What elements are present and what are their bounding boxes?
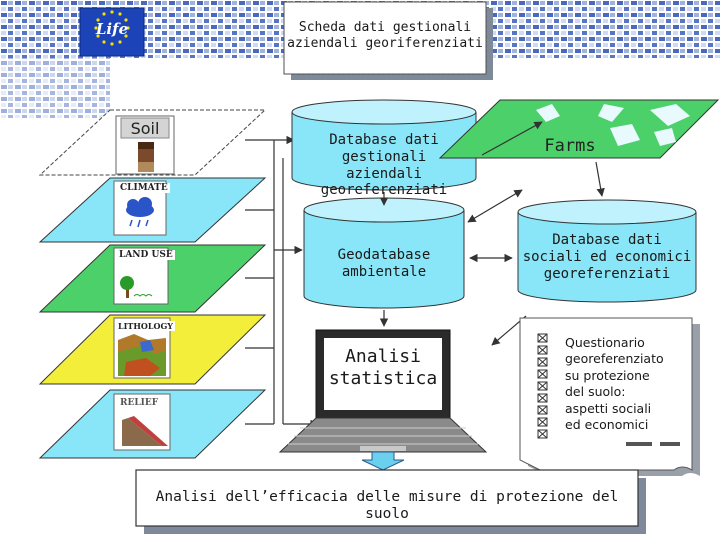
- down-arrow-icon: [361, 451, 405, 471]
- soil-tile: [115, 115, 175, 175]
- questionnaire-line: del suolo:: [565, 384, 626, 400]
- farm-database-line2: aziendali georeferenziati: [320, 165, 448, 199]
- rain-cloud-icon: [126, 197, 154, 228]
- laptop-computer-icon: [278, 329, 488, 453]
- geodatabase-cylinder: [303, 197, 465, 309]
- geodatabase-line1: Geodatabase: [337, 247, 431, 263]
- relief-label: RELIEF: [118, 398, 161, 408]
- farm-database-cylinder: [291, 99, 477, 191]
- social-database-line1: Database dati: [552, 232, 662, 248]
- questionnaire-line: aspetti sociali: [565, 400, 652, 416]
- geodatabase-line2: ambientale: [341, 263, 427, 280]
- questionnaire-sheet: [519, 317, 700, 476]
- farm-data-sheet: [283, 1, 493, 80]
- social-database-cylinder: [517, 199, 697, 303]
- analysis-line1: Analisi: [345, 346, 421, 367]
- landuse-label: LAND USE: [117, 250, 175, 260]
- questionnaire-text: Questionario georeferenziato su protezio…: [565, 335, 685, 433]
- social-database-line2: sociali ed economici: [522, 248, 692, 265]
- analysis-line2: statistica: [328, 367, 438, 389]
- life-logo: Life: [79, 7, 145, 57]
- geology-map-icon: [118, 334, 166, 376]
- questionnaire-line: Questionario: [565, 335, 645, 350]
- farms-label: Farms: [544, 136, 596, 156]
- soil-profile-icon: [138, 142, 154, 172]
- social-database-line3: georeferenziati: [543, 265, 671, 282]
- questionnaire-line: ed economici: [565, 417, 649, 433]
- bottom-bar: [135, 469, 646, 534]
- farm-sheet-title: Scheda dati gestionali aziendali georife…: [284, 20, 486, 51]
- bottom-bar-text: Analisi dell’efficacia delle misure di p…: [155, 489, 619, 523]
- questionnaire-line: georeferenziato: [565, 351, 664, 367]
- tree-icon: [120, 276, 153, 298]
- geodatabase-label: Geodatabase ambientale: [304, 247, 464, 281]
- analysis-label: Analisi statistica: [324, 346, 442, 389]
- soil-label: Soil: [130, 119, 160, 138]
- lithology-label: LITHOLOGY: [116, 321, 175, 331]
- social-database-label: Database dati sociali ed economici geore…: [518, 232, 696, 282]
- left-tile-band: [0, 58, 110, 118]
- farm-database-line1: Database dati gestionali: [329, 132, 439, 165]
- layer-connectors: [245, 135, 319, 429]
- farm-sheet-line2: aziendali georiferenziati: [287, 35, 483, 51]
- climate-label: CLIMATE: [118, 183, 170, 193]
- svg-text:Life: Life: [95, 20, 128, 38]
- checkbox-column-icon: [537, 333, 548, 439]
- farm-database-label: Database dati gestionali aziendali geore…: [292, 132, 476, 199]
- farm-sheet-line1: Scheda dati gestionali: [298, 20, 472, 35]
- questionnaire-line: su protezione: [565, 367, 650, 383]
- relief-slope-icon: [122, 416, 168, 446]
- farms-parcels: [438, 99, 720, 159]
